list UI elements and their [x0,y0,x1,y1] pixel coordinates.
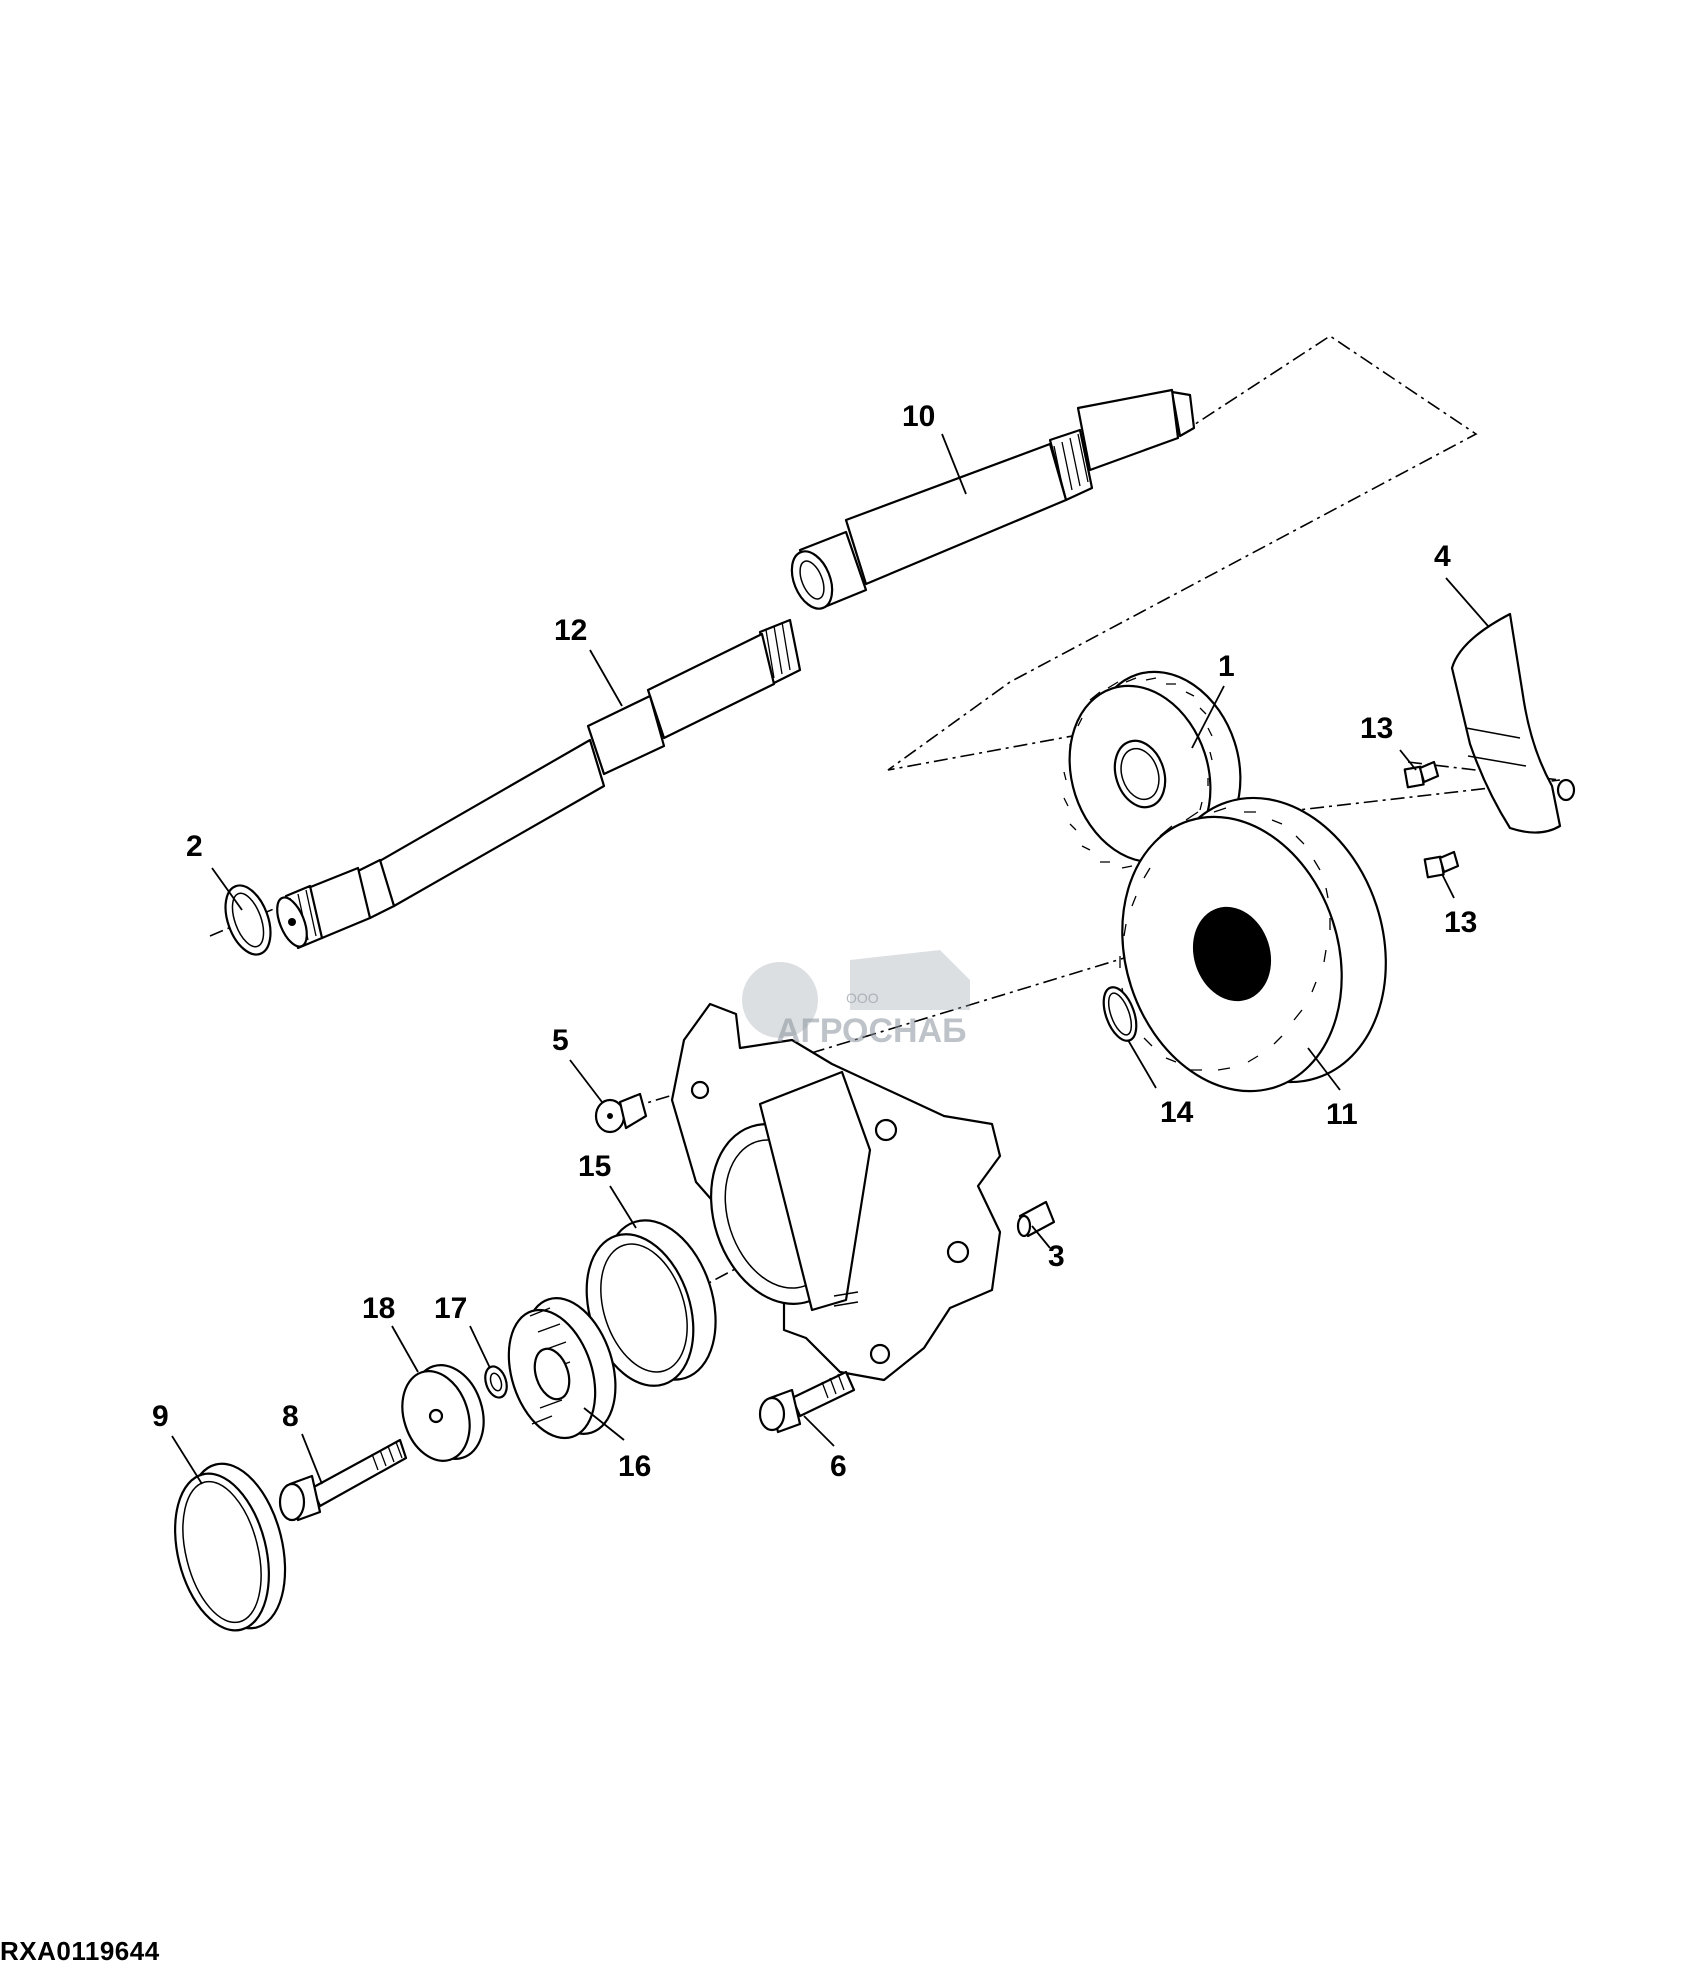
callout-4: 4 [1434,540,1451,573]
watermark-small-text: ООО [846,990,879,1006]
mount-hole [946,1240,970,1264]
gear-icon [742,962,818,1038]
callout-15: 15 [578,1150,611,1183]
callout-labels: 1 2 3 4 5 6 8 9 10 11 12 13 13 14 15 16 … [152,400,1477,1483]
callout-1: 1 [1218,650,1235,683]
callout-17: 17 [434,1292,467,1325]
callout-8: 8 [282,1400,299,1433]
leader-lines [171,433,1489,1485]
mount-hole [690,1080,710,1100]
washer-part-17 [484,1365,508,1399]
bolt-part-8 [278,1438,408,1522]
callout-10: 10 [902,400,935,433]
input-shaft-part-12 [276,618,802,950]
helical-gear-part-1 [1063,670,1242,869]
bearing-housing [670,1002,1002,1382]
retaining-ring-part-14 [1102,986,1138,1042]
bolt-part-13-upper [1403,760,1440,789]
callout-12: 12 [554,614,587,647]
shield-part-4 [1450,612,1576,834]
callout-2: 2 [186,830,203,863]
bolt-part-6 [758,1370,856,1434]
combine-harvester-icon [850,950,970,1010]
screw-part-5 [594,1092,648,1134]
bearing-cup-part-15 [585,1219,717,1387]
shaft-assembly-axis [887,335,1478,771]
watermark-logo: ООО АГРОСНАБ [742,950,970,1050]
dowel-pin-part-3 [1016,1200,1056,1238]
watermark-name: АГРОСНАБ [776,1012,967,1050]
bearing-cone-part-16 [507,1297,617,1440]
callout-16: 16 [618,1450,651,1483]
bolt-part-13-lower [1423,850,1460,879]
callout-3: 3 [1048,1240,1065,1273]
callout-5: 5 [552,1024,569,1057]
output-shaft-part-10 [790,388,1196,610]
helical-gear-part-11 [1119,796,1387,1093]
snap-ring-part-2 [224,884,272,956]
callout-6: 6 [830,1450,847,1483]
splined-bore [1192,906,1272,1002]
mount-hole [869,1343,891,1365]
callout-11: 11 [1326,1098,1358,1131]
callout-18: 18 [362,1292,395,1325]
callout-14: 14 [1160,1096,1194,1129]
callout-9: 9 [152,1400,169,1433]
callout-13-upper: 13 [1360,712,1393,745]
figure-id: RXA0119644 [0,1936,160,1966]
callout-13-lower: 13 [1444,906,1477,939]
seal-ring-part-9 [174,1462,287,1632]
thrust-plate-part-18 [401,1364,485,1462]
mount-hole [874,1118,898,1142]
